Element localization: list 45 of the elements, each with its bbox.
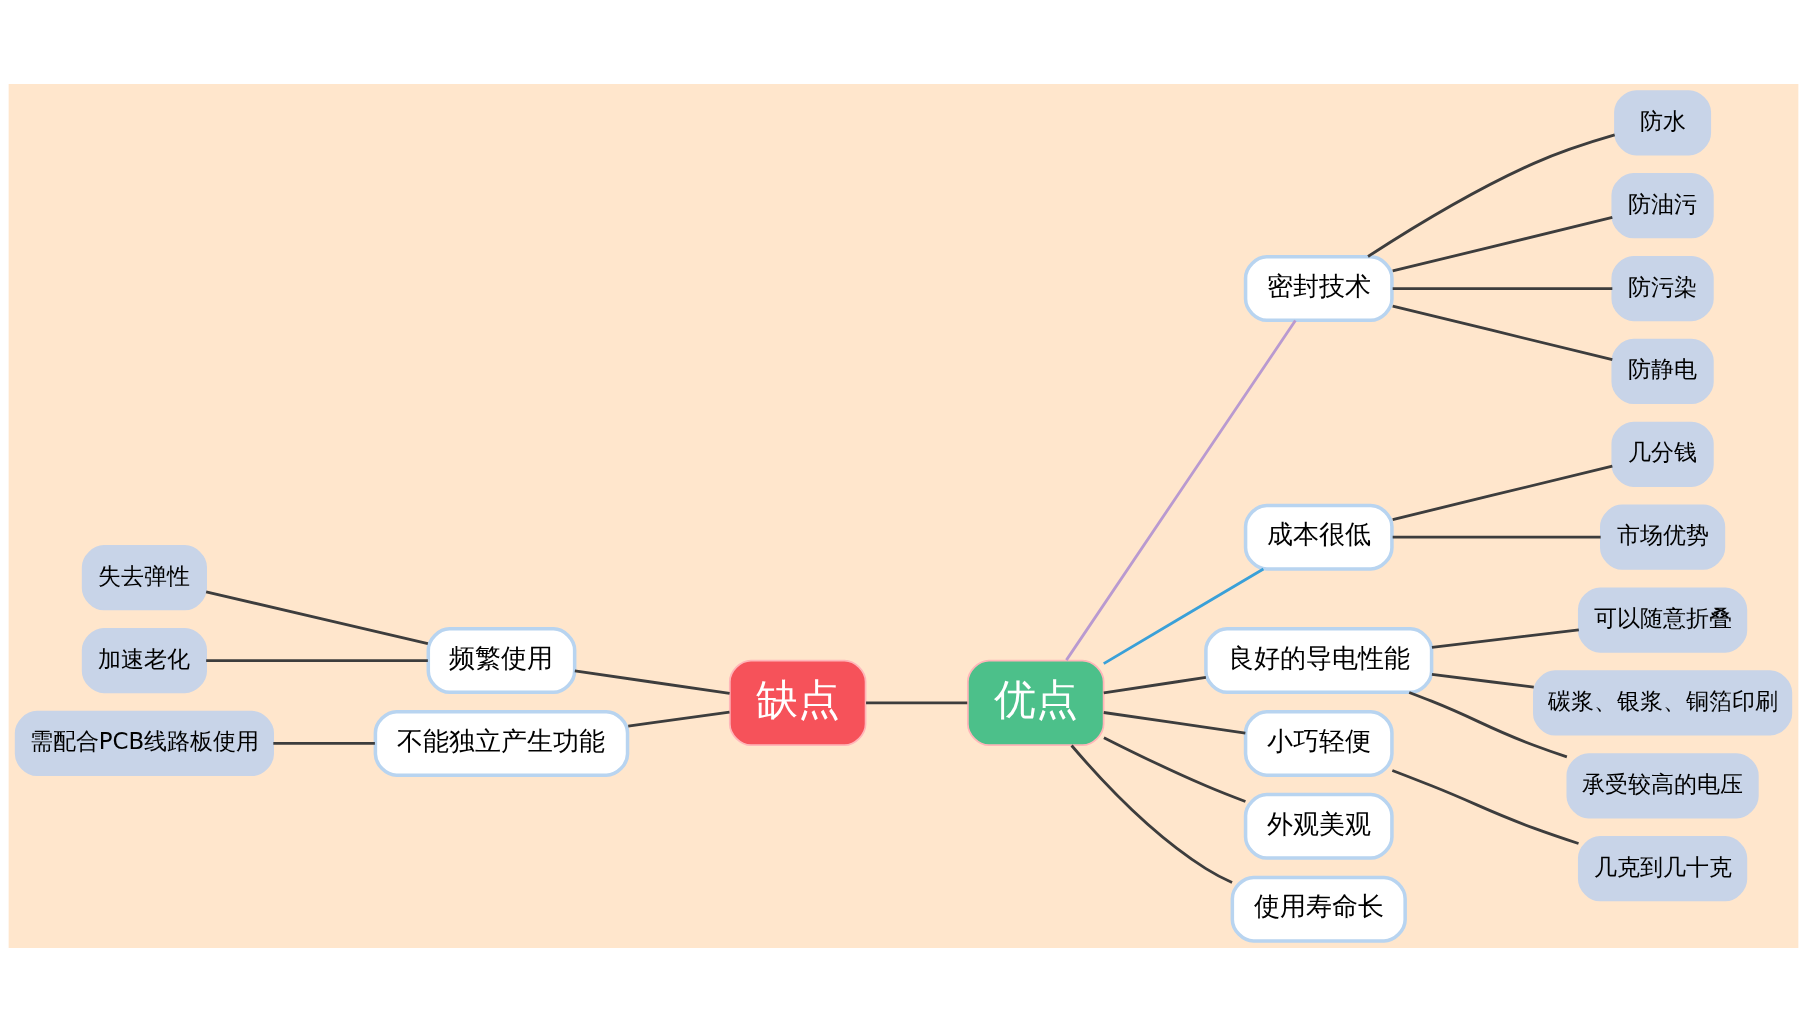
node-box: 几分钱 [1611,421,1714,487]
connector [1070,744,1233,884]
connector [1392,216,1613,273]
node-box: 几克到几十克 [1577,836,1748,902]
connector [1103,711,1246,735]
node-box: 市场优势 [1600,504,1726,570]
connector [1367,133,1616,258]
node-box: 密封技术 [1243,255,1394,323]
node-box: 防水 [1614,90,1712,156]
connector [574,669,730,695]
node-box: 优点 [967,659,1105,747]
connector [1065,319,1297,661]
connector [205,590,429,646]
node-box: 不能独立产生功能 [373,709,630,777]
connector [273,742,375,745]
node-box: 防静电 [1611,338,1714,405]
node-box: 频繁使用 [426,627,577,695]
node-box: 成本很低 [1243,503,1394,571]
connector [1431,673,1534,689]
connector [1103,567,1265,665]
connector [628,710,730,728]
node-box: 外观美观 [1243,792,1394,860]
node-box: 使用寿命长 [1230,875,1407,943]
connector [1392,304,1613,361]
connector [1392,287,1613,290]
connector [1391,769,1579,845]
connector [1392,464,1613,521]
connector [1431,628,1579,649]
node-box: 碳浆、银浆、铜箔印刷 [1533,670,1793,736]
connector [206,659,428,662]
node-box: 可以随意折叠 [1577,587,1748,653]
node-box: 小巧轻便 [1243,709,1394,777]
node-box: 需配合PCB线路板使用 [14,710,274,777]
node-box: 加速老化 [81,627,207,694]
node-box: 缺点 [728,659,867,747]
connector [1392,535,1601,539]
node-box: 承受较高的电压 [1566,753,1759,819]
node-box: 防污染 [1611,255,1714,322]
node-box: 失去弹性 [81,545,207,611]
connector [1103,736,1246,803]
connector [1103,676,1207,695]
connector [866,701,968,705]
node-box: 防油污 [1611,173,1714,239]
node-box: 良好的导电性能 [1204,627,1434,695]
connector [1408,691,1568,759]
